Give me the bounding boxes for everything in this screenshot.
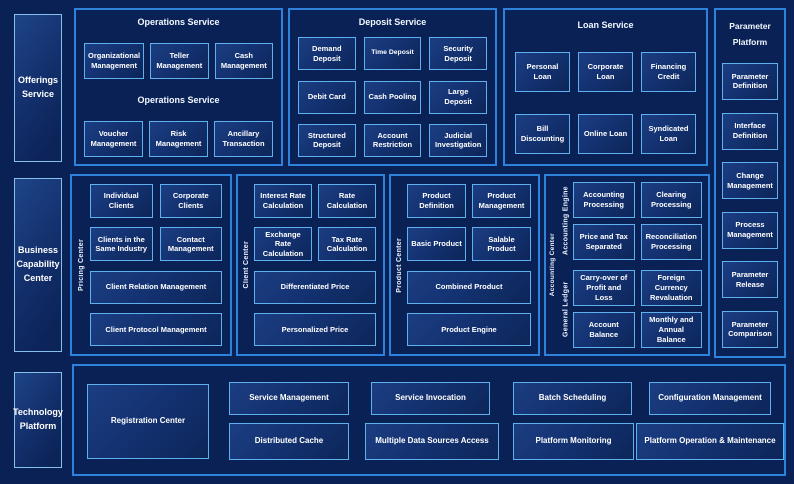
operations-service-mid-label: Operations Service — [137, 95, 220, 105]
diagram-box: Differentiated Price — [254, 270, 376, 304]
diagram-box: Interest Rate Calculation — [254, 184, 312, 218]
diagram-box: Risk Management — [149, 121, 208, 157]
loan-service-title: Loan Service — [577, 20, 634, 30]
diagram-box: Batch Scheduling — [513, 382, 632, 415]
loan-service-panel: Loan Service Personal Loan Corporate Loa… — [503, 8, 708, 166]
diagram-box: Syndicated Loan — [641, 114, 696, 154]
product-center-panel: Product Center Product Definition Produc… — [389, 174, 540, 356]
diagram-box: Rate Calculation — [318, 184, 376, 218]
diagram-box: Cash Management — [214, 43, 273, 79]
diagram-box: Cash Pooling — [363, 80, 422, 114]
diagram-box: Teller Management — [150, 43, 209, 79]
diagram-box: Personalized Price — [254, 312, 376, 346]
diagram-box: Large Deposit — [429, 80, 488, 114]
diagram-box: Structured Deposit — [298, 123, 356, 157]
diagram-box: Carry-over of Profit and Loss — [573, 270, 635, 306]
diagram-box: Client Protocol Management — [90, 312, 222, 346]
client-center-vertical-label: Client Center — [243, 241, 250, 289]
diagram-box: Change Management — [722, 162, 778, 200]
diagram-box: Service Management — [229, 382, 349, 415]
diagram-box: Monthly and Annual Balance — [640, 312, 702, 348]
offerings-service-label: Offerings Service — [14, 14, 62, 162]
diagram-box: Account Restriction — [363, 123, 422, 157]
general-ledger-vertical-label: General Ledger — [562, 281, 570, 337]
diagram-box: Corporate Clients — [159, 184, 222, 218]
accounting-engine-group: Accounting Engine Accounting Processing … — [559, 182, 702, 260]
technology-platform-label: Technology Platform — [13, 372, 63, 468]
parameter-platform-title-line2: Platform — [732, 37, 768, 48]
registration-center-box: Registration Center — [87, 384, 209, 459]
diagram-box: Distributed Cache — [229, 423, 349, 460]
pricing-center-panel: Pricing Center Individual Clients Corpor… — [70, 174, 232, 356]
accounting-engine-vertical-label: Accounting Engine — [562, 186, 570, 256]
parameter-platform-title-line1: Parameter — [729, 21, 771, 31]
diagram-box: Combined Product — [407, 270, 531, 304]
pricing-center-vertical-label: Pricing Center — [77, 238, 85, 292]
deposit-service-panel: Deposit Service Demand Deposit Time Depo… — [288, 8, 497, 166]
diagram-box: Product Definition — [407, 184, 466, 218]
diagram-box: Product Management — [472, 184, 531, 218]
diagram-box: Bill Discounting — [515, 114, 570, 154]
diagram-box: Account Balance — [573, 312, 635, 348]
diagram-box: Salable Product — [472, 227, 531, 262]
deposit-service-title: Deposit Service — [358, 17, 427, 27]
diagram-box: Multiple Data Sources Access — [365, 423, 499, 460]
diagram-box: Personal Loan — [515, 52, 570, 92]
diagram-box: Reconciliation Processing — [640, 224, 702, 260]
diagram-box: Price and Tax Separated — [573, 224, 635, 260]
diagram-box: Service Invocation — [371, 382, 490, 415]
diagram-box: Client Relation Management — [90, 270, 222, 304]
diagram-box: Platform Operation & Maintenance — [636, 423, 784, 460]
diagram-box: Security Deposit — [429, 37, 488, 71]
accounting-center-vertical-label: Accounting Center — [549, 233, 556, 297]
diagram-box: Accounting Processing — [573, 182, 635, 218]
diagram-box: Judicial Investigation — [429, 123, 488, 157]
diagram-box: Tax Rate Calculation — [318, 227, 376, 262]
diagram-box: Time Deposit — [363, 37, 422, 71]
accounting-center-panel: Accounting Center Accounting Engine Acco… — [544, 174, 710, 356]
diagram-box: Product Engine — [407, 312, 531, 346]
diagram-box: Clearing Processing — [640, 182, 702, 218]
diagram-box: Contact Management — [159, 227, 222, 262]
diagram-box: Foreign Currency Revaluation — [640, 270, 702, 306]
diagram-box: Corporate Loan — [578, 52, 633, 92]
diagram-box: Voucher Management — [84, 121, 143, 157]
business-capability-center-label: Business Capability Center — [14, 178, 62, 352]
parameter-platform-panel: Parameter Platform Parameter Definition … — [714, 8, 786, 358]
diagram-box: Parameter Definition — [722, 62, 778, 100]
diagram-box: Basic Product — [407, 227, 466, 262]
general-ledger-group: General Ledger Carry-over of Profit and … — [559, 270, 702, 348]
diagram-box: Process Management — [722, 211, 778, 249]
diagram-box: Demand Deposit — [298, 37, 356, 71]
operations-service-panel: Operations Service Organizational Manage… — [74, 8, 283, 166]
product-center-vertical-label: Product Center — [396, 237, 403, 293]
diagram-box: Exchange Rate Calculation — [254, 227, 312, 262]
diagram-box: Parameter Comparison — [722, 310, 778, 348]
technology-platform-panel: Registration Center Service Management S… — [72, 364, 786, 476]
diagram-box: Debit Card — [298, 80, 356, 114]
client-center-panel: Client Center Interest Rate Calculation … — [236, 174, 385, 356]
diagram-box: Parameter Release — [722, 261, 778, 299]
diagram-box: Configuration Management — [649, 382, 771, 415]
diagram-box: Online Loan — [578, 114, 633, 154]
diagram-box: Platform Monitoring — [513, 423, 634, 460]
diagram-box: Interface Definition — [722, 112, 778, 150]
operations-service-title: Operations Service — [137, 17, 220, 27]
diagram-box: Clients in the Same Industry — [90, 227, 153, 262]
diagram-box: Financing Credit — [641, 52, 696, 92]
diagram-box: Ancillary Transaction — [214, 121, 273, 157]
diagram-box: Organizational Management — [84, 43, 145, 79]
diagram-box: Individual Clients — [90, 184, 153, 218]
